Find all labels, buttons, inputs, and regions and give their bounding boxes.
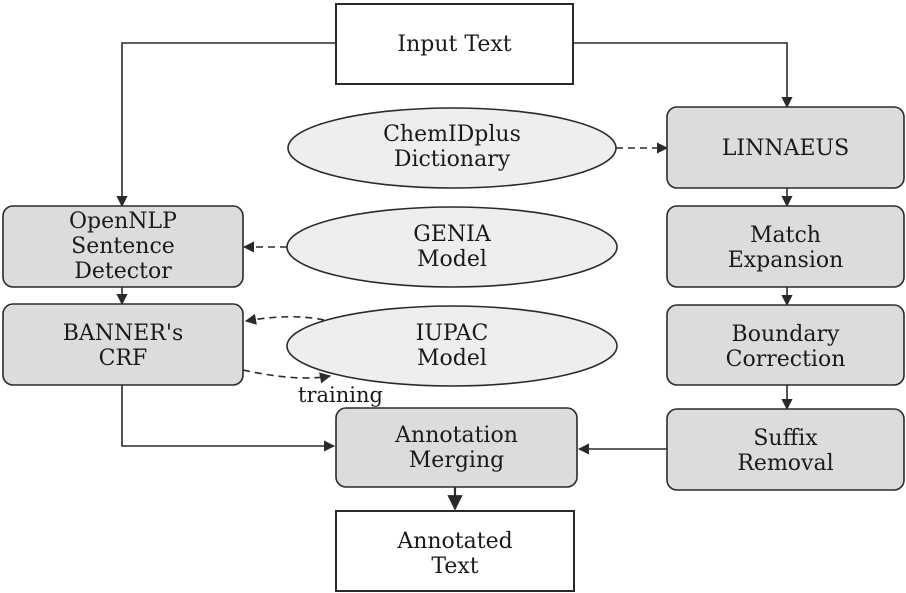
- node-match-line-2: Expansion: [728, 248, 844, 273]
- node-iupac-line-2: Model: [417, 346, 487, 371]
- training-label: training: [298, 383, 383, 407]
- edges: [116, 42, 793, 511]
- node-match-line-1: Match: [750, 223, 821, 248]
- node-chemidplus-line-1: ChemIDplus: [383, 122, 521, 147]
- node-linnaeus: LINNAEUS: [666, 106, 905, 189]
- node-iupac-model: IUPAC Model: [286, 305, 618, 387]
- node-input-text-line-1: Input Text: [397, 32, 511, 57]
- node-banner-crf: BANNER's CRF: [2, 303, 244, 386]
- node-genia-model: GENIA Model: [286, 206, 618, 288]
- node-merging-line-1: Annotation: [394, 423, 518, 448]
- node-match-expansion: Match Expansion: [666, 205, 905, 288]
- node-banner-line-1: BANNER's: [63, 321, 184, 346]
- node-opennlp-line-1: OpenNLP: [69, 209, 177, 234]
- node-suffix-line-1: Suffix: [753, 426, 818, 451]
- edge-input-to-linnaeus: [573, 42, 793, 109]
- node-genia-line-2: Model: [417, 247, 487, 272]
- node-genia-line-1: GENIA: [413, 222, 492, 247]
- node-chemidplus-line-2: Dictionary: [394, 147, 511, 172]
- edge-input-to-opennlp: [116, 42, 336, 208]
- node-annotated-text: Annotated Text: [335, 510, 575, 592]
- node-boundary-correction: Boundary Correction: [666, 304, 905, 386]
- node-iupac-line-1: IUPAC: [416, 321, 489, 346]
- node-annotation-merging: Annotation Merging: [335, 407, 578, 488]
- node-annotated-line-1: Annotated: [396, 529, 512, 554]
- edge-banner-training-iupac: [242, 369, 332, 384]
- node-merging-line-2: Merging: [409, 448, 504, 473]
- node-input-text: Input Text: [335, 3, 574, 85]
- edge-banner-to-merging: [121, 385, 336, 452]
- node-banner-line-2: CRF: [99, 346, 148, 371]
- node-opennlp-sentence-detector: OpenNLP Sentence Detector: [2, 205, 244, 288]
- node-annotated-line-2: Text: [431, 554, 478, 579]
- node-suffix-removal: Suffix Removal: [666, 408, 905, 491]
- node-chemidplus-dictionary: ChemIDplus Dictionary: [287, 107, 617, 189]
- node-boundary-line-1: Boundary: [732, 322, 840, 347]
- edge-iupac-to-banner: [244, 313, 325, 325]
- nodes: Input Text ChemIDplus Dictionary LINNAEU…: [2, 3, 905, 592]
- node-boundary-line-2: Correction: [726, 347, 846, 372]
- node-opennlp-line-3: Detector: [74, 259, 172, 284]
- node-suffix-line-2: Removal: [737, 451, 833, 476]
- node-linnaeus-line-1: LINNAEUS: [722, 136, 849, 161]
- node-opennlp-line-2: Sentence: [71, 234, 175, 259]
